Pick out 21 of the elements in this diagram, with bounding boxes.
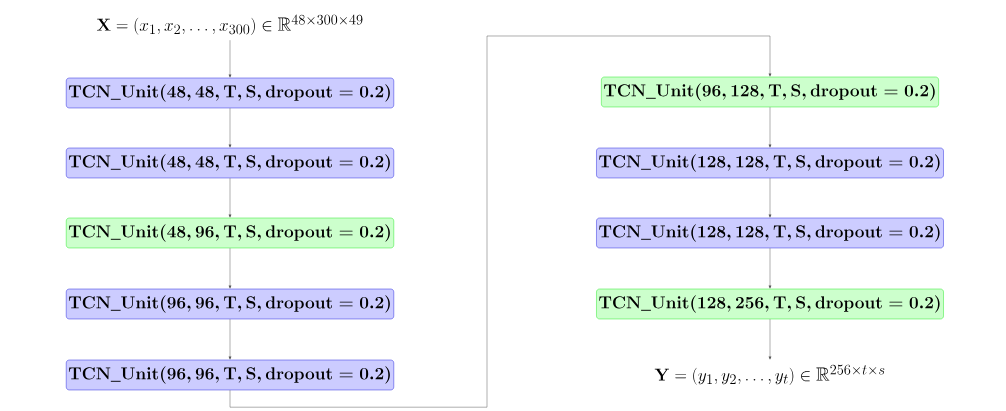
process-box: $\mathbf{TCN\_Unit}(\mathbf{96}, \mathbf{96}, \mathbf{T}, \mathbf{S}, \mathbf{dropout} = \mathbf{0.2})$ bbox=[66, 288, 394, 320]
process-box: $\mathbf{TCN\_Unit}(\mathbf{128}, \mathbf{128}, \mathbf{T}, \mathbf{S}, \mathbf{dropout} = \mathbf{0.2})$ bbox=[596, 217, 944, 249]
arrow bbox=[228, 248, 232, 289]
arrow bbox=[228, 178, 232, 218]
arrow bbox=[768, 248, 772, 289]
arrow bbox=[229, 35, 772, 408]
process-box: $\mathbf{TCN\_Unit}(\mathbf{48}, \mathbf{48}, \mathbf{T}, \mathbf{S}, \mathbf{dropout} = \mathbf{0.2})$ bbox=[66, 147, 394, 179]
formula-label: $\mathbf{Y} = (y_1, y_2, \ldots, y_t) \in \mathbb{R}^{256\times t\times s}$ bbox=[654, 364, 885, 385]
process-box: $\mathbf{TCN\_Unit}(\mathbf{128}, \mathbf{256}, \mathbf{T}, \mathbf{S}, \mathbf{dropout} = \mathbf{0.2})$ bbox=[596, 288, 944, 320]
arrow bbox=[768, 107, 772, 148]
formula-label: $\mathbf{X} = (x_1, x_2, \ldots, x_{300}) \in \mathbb{R}^{48\times 300\times 49}$ bbox=[97, 14, 363, 35]
process-box: $\mathbf{TCN\_Unit}(\mathbf{48}, \mathbf{96}, \mathbf{T}, \mathbf{S}, \mathbf{dropout} = \mathbf{0.2})$ bbox=[66, 217, 394, 249]
arrow bbox=[768, 319, 772, 360]
arrow bbox=[768, 178, 772, 218]
arrow bbox=[228, 319, 232, 360]
process-box: $\mathbf{TCN\_Unit}(\mathbf{96}, \mathbf{128}, \mathbf{T}, \mathbf{S}, \mathbf{dropout} = \mathbf{0.2})$ bbox=[601, 76, 939, 108]
process-box: $\mathbf{TCN\_Unit}(\mathbf{48}, \mathbf{48}, \mathbf{T}, \mathbf{S}, \mathbf{dropout} = \mathbf{0.2})$ bbox=[66, 77, 394, 109]
arrow bbox=[228, 108, 232, 148]
arrow bbox=[228, 40, 232, 78]
process-box: $\mathbf{TCN\_Unit}(\mathbf{96}, \mathbf{96}, \mathbf{T}, \mathbf{S}, \mathbf{dropout} = \mathbf{0.2})$ bbox=[66, 359, 394, 391]
process-box: $\mathbf{TCN\_Unit}(\mathbf{128}, \mathbf{128}, \mathbf{T}, \mathbf{S}, \mathbf{dropout} = \mathbf{0.2})$ bbox=[596, 147, 944, 179]
